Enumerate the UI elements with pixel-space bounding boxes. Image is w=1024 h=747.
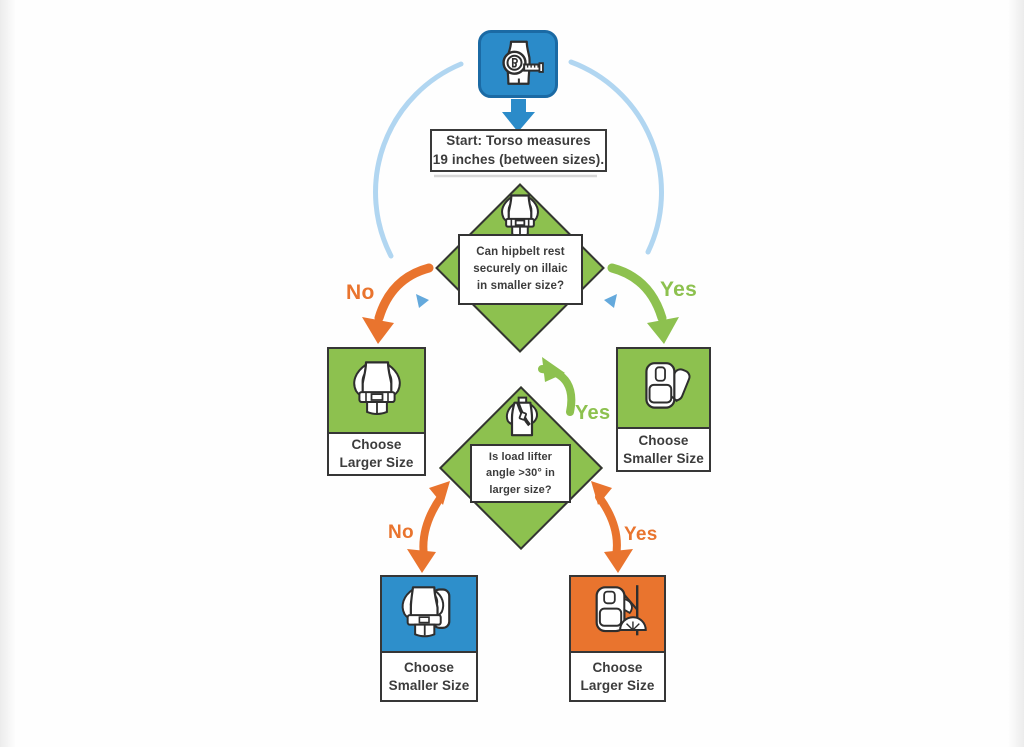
decision-1-question: Can hipbelt rest securely on illaic in s… — [458, 234, 583, 305]
start-node: Start: Torso measures 19 inches (between… — [430, 129, 607, 172]
outcome-larger-top-label: Choose Larger Size — [339, 437, 414, 470]
edge-yes-2-label: Yes — [624, 524, 658, 545]
hipbelt-person-icon — [344, 358, 410, 424]
edge-no-1-arrow — [374, 263, 434, 323]
edge-no-1-label: No — [346, 281, 375, 304]
edge-no-2-arrow — [419, 493, 445, 560]
decision-1-line-1: Can hipbelt rest — [476, 245, 565, 258]
outcome-larger-bottom: Choose Larger Size — [569, 575, 666, 702]
right-edge-shading — [1008, 0, 1024, 747]
edge-yes-2-arrowhead-top-icon — [591, 481, 612, 505]
edge-no-2-label: No — [388, 522, 414, 543]
edge-yes-1-arrow — [607, 263, 667, 323]
start-line-2: 19 inches (between sizes). — [432, 151, 605, 167]
person-backpack-icon — [397, 582, 461, 646]
outcome-larger-bottom-image — [571, 577, 664, 653]
outcome-smaller-top-label: Choose Smaller Size — [623, 432, 704, 466]
edge-no-2-arrowhead-bottom-icon — [407, 549, 436, 573]
edge-yes-1-arrowhead-icon — [647, 317, 679, 344]
edge-yes-2-arrowhead-bottom-icon — [604, 549, 633, 573]
edge-yes-2-arrow — [595, 493, 621, 560]
outcome-smaller-top: Choose Smaller Size — [616, 347, 711, 472]
decision-2-line-1: Is load lifter — [488, 450, 553, 463]
outcome-larger-top: Choose Larger Size — [327, 347, 426, 476]
edge-yes-loop-label: Yes — [575, 402, 611, 424]
decision-2-icon-wrap — [497, 395, 547, 447]
start-line-1: Start: Torso measures — [446, 133, 591, 149]
decision-2-line-2: angle >30° in — [486, 467, 555, 480]
start-arrow-stem — [511, 99, 526, 114]
edge-no-1-arrowhead-icon — [362, 317, 394, 344]
loadlifter-person-icon — [497, 395, 547, 447]
outcome-smaller-bottom-image — [382, 577, 476, 653]
start-node-icon-tile — [478, 30, 558, 98]
decision-1-line-2: securely on illaic — [473, 262, 568, 275]
edge-yes-1-label: Yes — [660, 278, 698, 301]
backpack-icon — [633, 357, 695, 419]
decision-2-question: Is load lifter angle >30° in larger size… — [470, 444, 571, 503]
decision-1-line-3: in smaller size? — [476, 280, 565, 293]
torso-measure-icon — [490, 40, 546, 89]
arc-left-arrowhead-icon — [416, 294, 429, 308]
edge-yes-loop-arrowhead-icon — [542, 357, 565, 382]
edge-no-2-arrowhead-top-icon — [429, 481, 450, 505]
backpack-protractor-icon — [586, 582, 650, 646]
left-edge-shading — [0, 0, 16, 747]
outcome-smaller-top-image — [618, 349, 709, 429]
outcome-smaller-bottom: Choose Smaller Size — [380, 575, 478, 702]
outcome-larger-bottom-label: Choose Larger Size — [580, 659, 655, 693]
arc-right-arrowhead-icon — [604, 294, 617, 308]
decision-2-line-3: larger size? — [489, 483, 552, 496]
outcome-larger-top-image — [329, 349, 424, 434]
outcome-smaller-bottom-label: Choose Smaller Size — [388, 659, 470, 693]
